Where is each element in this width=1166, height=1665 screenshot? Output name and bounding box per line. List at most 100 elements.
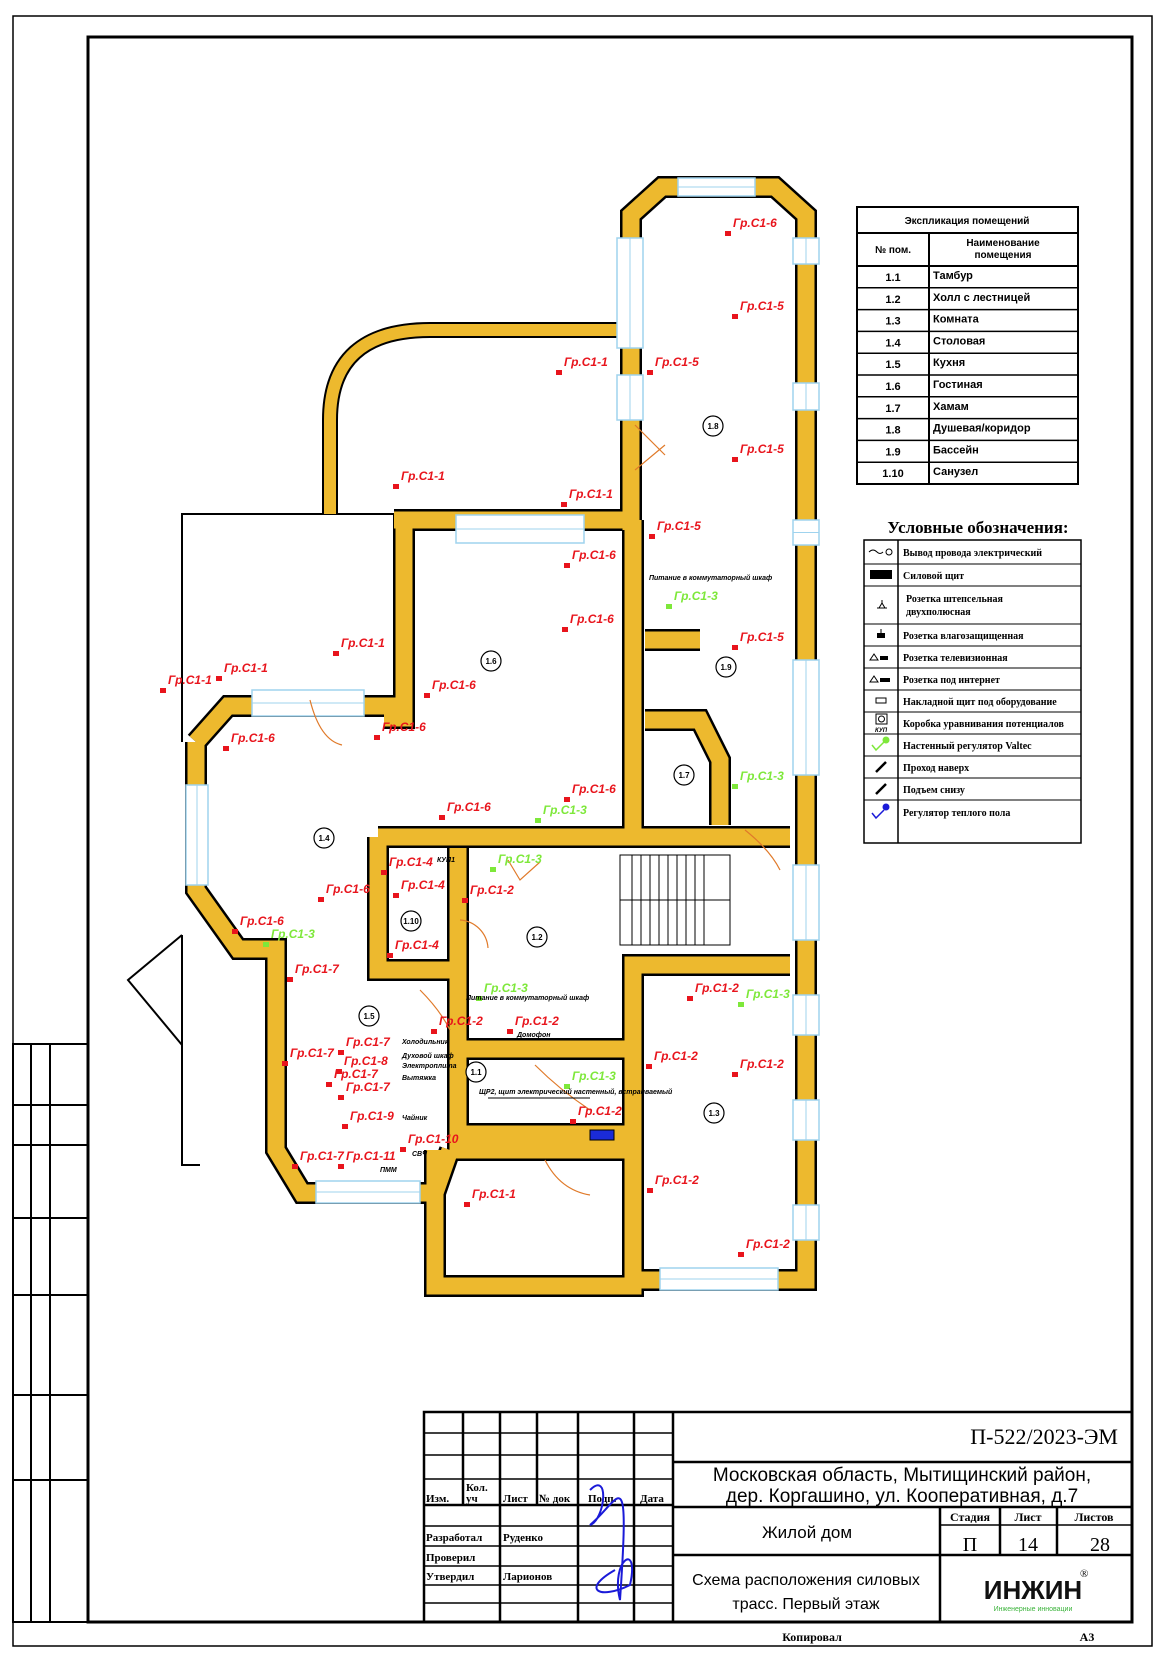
circuit-label: Гр.С1-11 — [346, 1149, 396, 1163]
circuit-label: Гр.С1-2 — [578, 1104, 622, 1118]
room-number: 1.7 — [678, 771, 690, 780]
circuit-label: Гр.С1-5 — [740, 299, 784, 313]
appliance-note: Холодильник — [401, 1038, 449, 1046]
room-number-marker: 1.5 — [358, 1005, 380, 1027]
rooms-table-row: 1.10 Санузел — [857, 466, 1078, 485]
valtec-regulator-icon — [871, 736, 890, 752]
room-number-marker: 1.10 — [400, 910, 422, 932]
sheet-title-line2: трасс. Первый этаж — [732, 1596, 880, 1613]
socket-mark — [282, 1061, 288, 1066]
circuit-label: Гр.С1-1 — [341, 636, 385, 650]
circuit-label: Гр.С1-9 — [350, 1109, 394, 1123]
room-name-cell: Санузел — [933, 466, 978, 478]
company-logo: ИНЖИН ® Инженерные инновации — [984, 1568, 1089, 1613]
col-doc: № док — [539, 1493, 571, 1505]
legend-label: Настенный регулятор Valtec — [903, 741, 1032, 752]
window — [792, 1099, 820, 1141]
window — [315, 1180, 421, 1204]
appliance-note: Вытяжка — [402, 1075, 436, 1082]
floor-heating-regulator-icon — [871, 803, 890, 820]
socket-mark — [732, 784, 738, 789]
sheets-value: 28 — [1090, 1534, 1110, 1556]
role-developed: Разработал — [426, 1532, 482, 1544]
legend-label: Розетка влагозащищенная — [903, 631, 1024, 642]
legend-label: Силовой щит — [903, 571, 964, 582]
socket-mark — [263, 942, 269, 947]
socket-mark — [647, 1188, 653, 1193]
room-number-marker: 1.3 — [703, 1102, 725, 1124]
rise-down-icon — [875, 783, 887, 795]
room-number: 1.6 — [485, 657, 497, 666]
wall — [449, 848, 633, 1159]
circuit-label: Гр.С1-2 — [439, 1014, 483, 1028]
socket-mark — [333, 651, 339, 656]
legend-row: Розетка телевизионная — [864, 645, 1081, 664]
circuit-label: Гр.С1-3 — [498, 852, 542, 866]
room-name-cell: Комната — [933, 314, 980, 326]
room-num-cell: 1.2 — [885, 294, 900, 306]
legend-label: Розетка телевизионная — [903, 653, 1008, 664]
wall — [426, 1134, 642, 1295]
room-number-marker: 1.9 — [715, 656, 737, 678]
circuit-label: Гр.С1-6 — [572, 782, 616, 796]
side-stamp-grid — [12, 1043, 89, 1623]
circuit-label: Гр.С1-3 — [572, 1069, 616, 1083]
circuit-label: Гр.С1-5 — [740, 630, 784, 644]
socket-mark — [646, 1064, 652, 1069]
socket-mark — [431, 1029, 437, 1034]
legend-row: Накладной щит под оборудование — [864, 689, 1081, 708]
room-number: 1.9 — [720, 663, 732, 672]
legend-row: КУП Коробка уравнивания потенциалов — [864, 711, 1081, 734]
legend-row: Настенный регулятор Valtec — [864, 733, 1081, 752]
wall — [645, 711, 729, 825]
circuit-label: Гр.С1-2 — [515, 1014, 559, 1028]
stage-header: Стадия — [950, 1510, 991, 1524]
wall — [369, 837, 458, 979]
circuit-label: Гр.С1-2 — [746, 1237, 790, 1251]
room-num-cell: 1.9 — [885, 446, 900, 458]
sheet-title-line1: Схема расположения силовых — [692, 1572, 920, 1589]
socket-mark — [507, 1029, 513, 1034]
equip-box-code: КУП — [875, 728, 888, 734]
room-num-cell: 1.1 — [885, 272, 900, 284]
socket-mark — [400, 1147, 406, 1152]
legend-label: Коробка уравнивания потенциалов — [903, 719, 1064, 730]
circuit-label: Гр.С1-4 — [389, 855, 433, 869]
window — [616, 374, 644, 421]
socket-mark — [216, 676, 222, 681]
room-number: 1.8 — [707, 422, 719, 431]
room-name-cell: Бассейн — [933, 444, 979, 456]
window — [792, 237, 820, 265]
rooms-table-header-num: № пом. — [875, 245, 911, 256]
socket-mark — [338, 1050, 344, 1055]
circuit-label: Гр.С1-3 — [484, 981, 528, 995]
window — [792, 659, 820, 776]
appliance-note: ПММ — [380, 1167, 397, 1174]
room-num-cell: 1.6 — [885, 381, 900, 393]
circuit-label: Гр.С1-2 — [655, 1173, 699, 1187]
window — [792, 382, 820, 411]
legend-row: Вывод провода электрический — [868, 548, 1042, 559]
appliance-note: Духовой шкаф — [401, 1052, 454, 1060]
circuit-label: Гр.С1-2 — [470, 883, 514, 897]
waterproof-socket-icon — [877, 629, 885, 638]
col-list: Лист — [503, 1493, 528, 1505]
circuit-label: Гр.С1-6 — [326, 882, 370, 896]
window — [616, 237, 644, 349]
col-kol: Кол.уч — [466, 1482, 488, 1505]
room-num-cell: 1.10 — [882, 468, 903, 480]
title-block — [422, 1410, 1134, 1624]
circuit-label: Гр.С1-5 — [657, 519, 701, 533]
stage-value: П — [963, 1534, 977, 1556]
rooms-table-row: 1.9 Бассейн — [857, 444, 1078, 463]
window — [251, 689, 365, 717]
socket-mark — [387, 953, 393, 958]
socket-mark — [338, 1095, 344, 1100]
socket-mark — [535, 818, 541, 823]
room-number: 1.10 — [403, 917, 419, 926]
circuit-label: Гр.С1-8 — [344, 1054, 388, 1068]
